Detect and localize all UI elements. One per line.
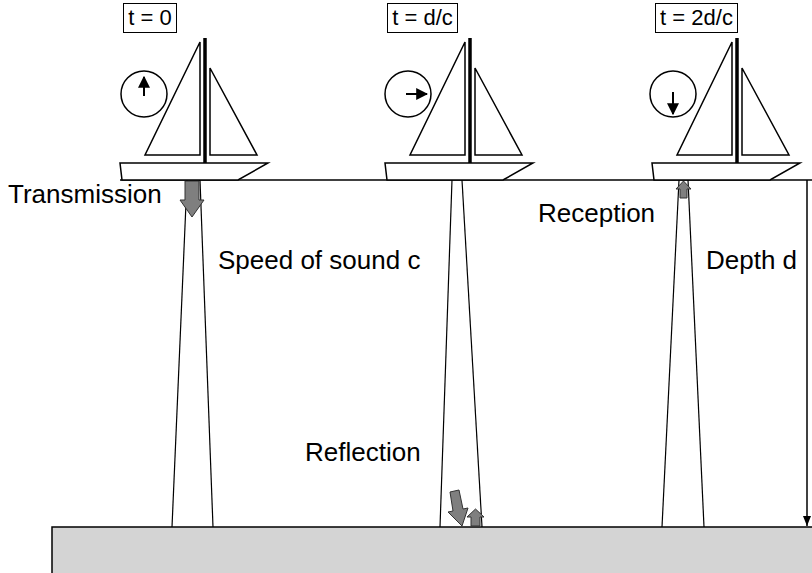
dimension-label: Depth d [706,246,797,276]
annotation-label: Reflection [305,438,421,468]
transmission-arrow [180,181,204,217]
annotation-label: Speed of sound c [218,246,420,276]
reflection-down-arrow [448,490,468,526]
time-label: t = 0 [128,5,171,30]
sailboat [120,38,268,180]
clock-face [385,71,431,117]
beam-edge [462,180,482,527]
beam-edge [662,180,679,527]
depth-arrow [806,180,808,526]
sound-beams [172,180,704,527]
hull [120,163,268,180]
time-label: t = 2d/c [660,5,733,30]
annotation-label: Reception [538,199,655,229]
clock-face [650,71,696,117]
jib [475,68,522,155]
reflection-up-arrow [467,509,484,526]
reception-arrow [676,181,691,198]
jib [742,68,789,155]
sailboat [385,38,533,180]
mast [203,38,207,163]
annotation-label: Transmission [8,180,162,210]
clock-hand [143,77,145,96]
time-box: t = 0 [123,3,177,33]
clock-hands [144,77,673,114]
clock-face [121,71,167,117]
clock-hand [672,92,674,114]
hull [652,163,800,180]
mast [735,38,739,163]
clocks [121,71,696,117]
beam-edge [688,180,704,527]
beam-edge [200,180,213,527]
mast [468,38,472,163]
hull [385,163,533,180]
seabed [52,527,812,573]
time-box: t = d/c [387,3,458,33]
beam-edge [440,180,452,527]
time-box: t = 2d/c [655,3,738,33]
time-label: t = d/c [392,5,453,30]
beam-edge [172,180,187,527]
jib [210,68,257,155]
clock-hand [406,93,427,95]
